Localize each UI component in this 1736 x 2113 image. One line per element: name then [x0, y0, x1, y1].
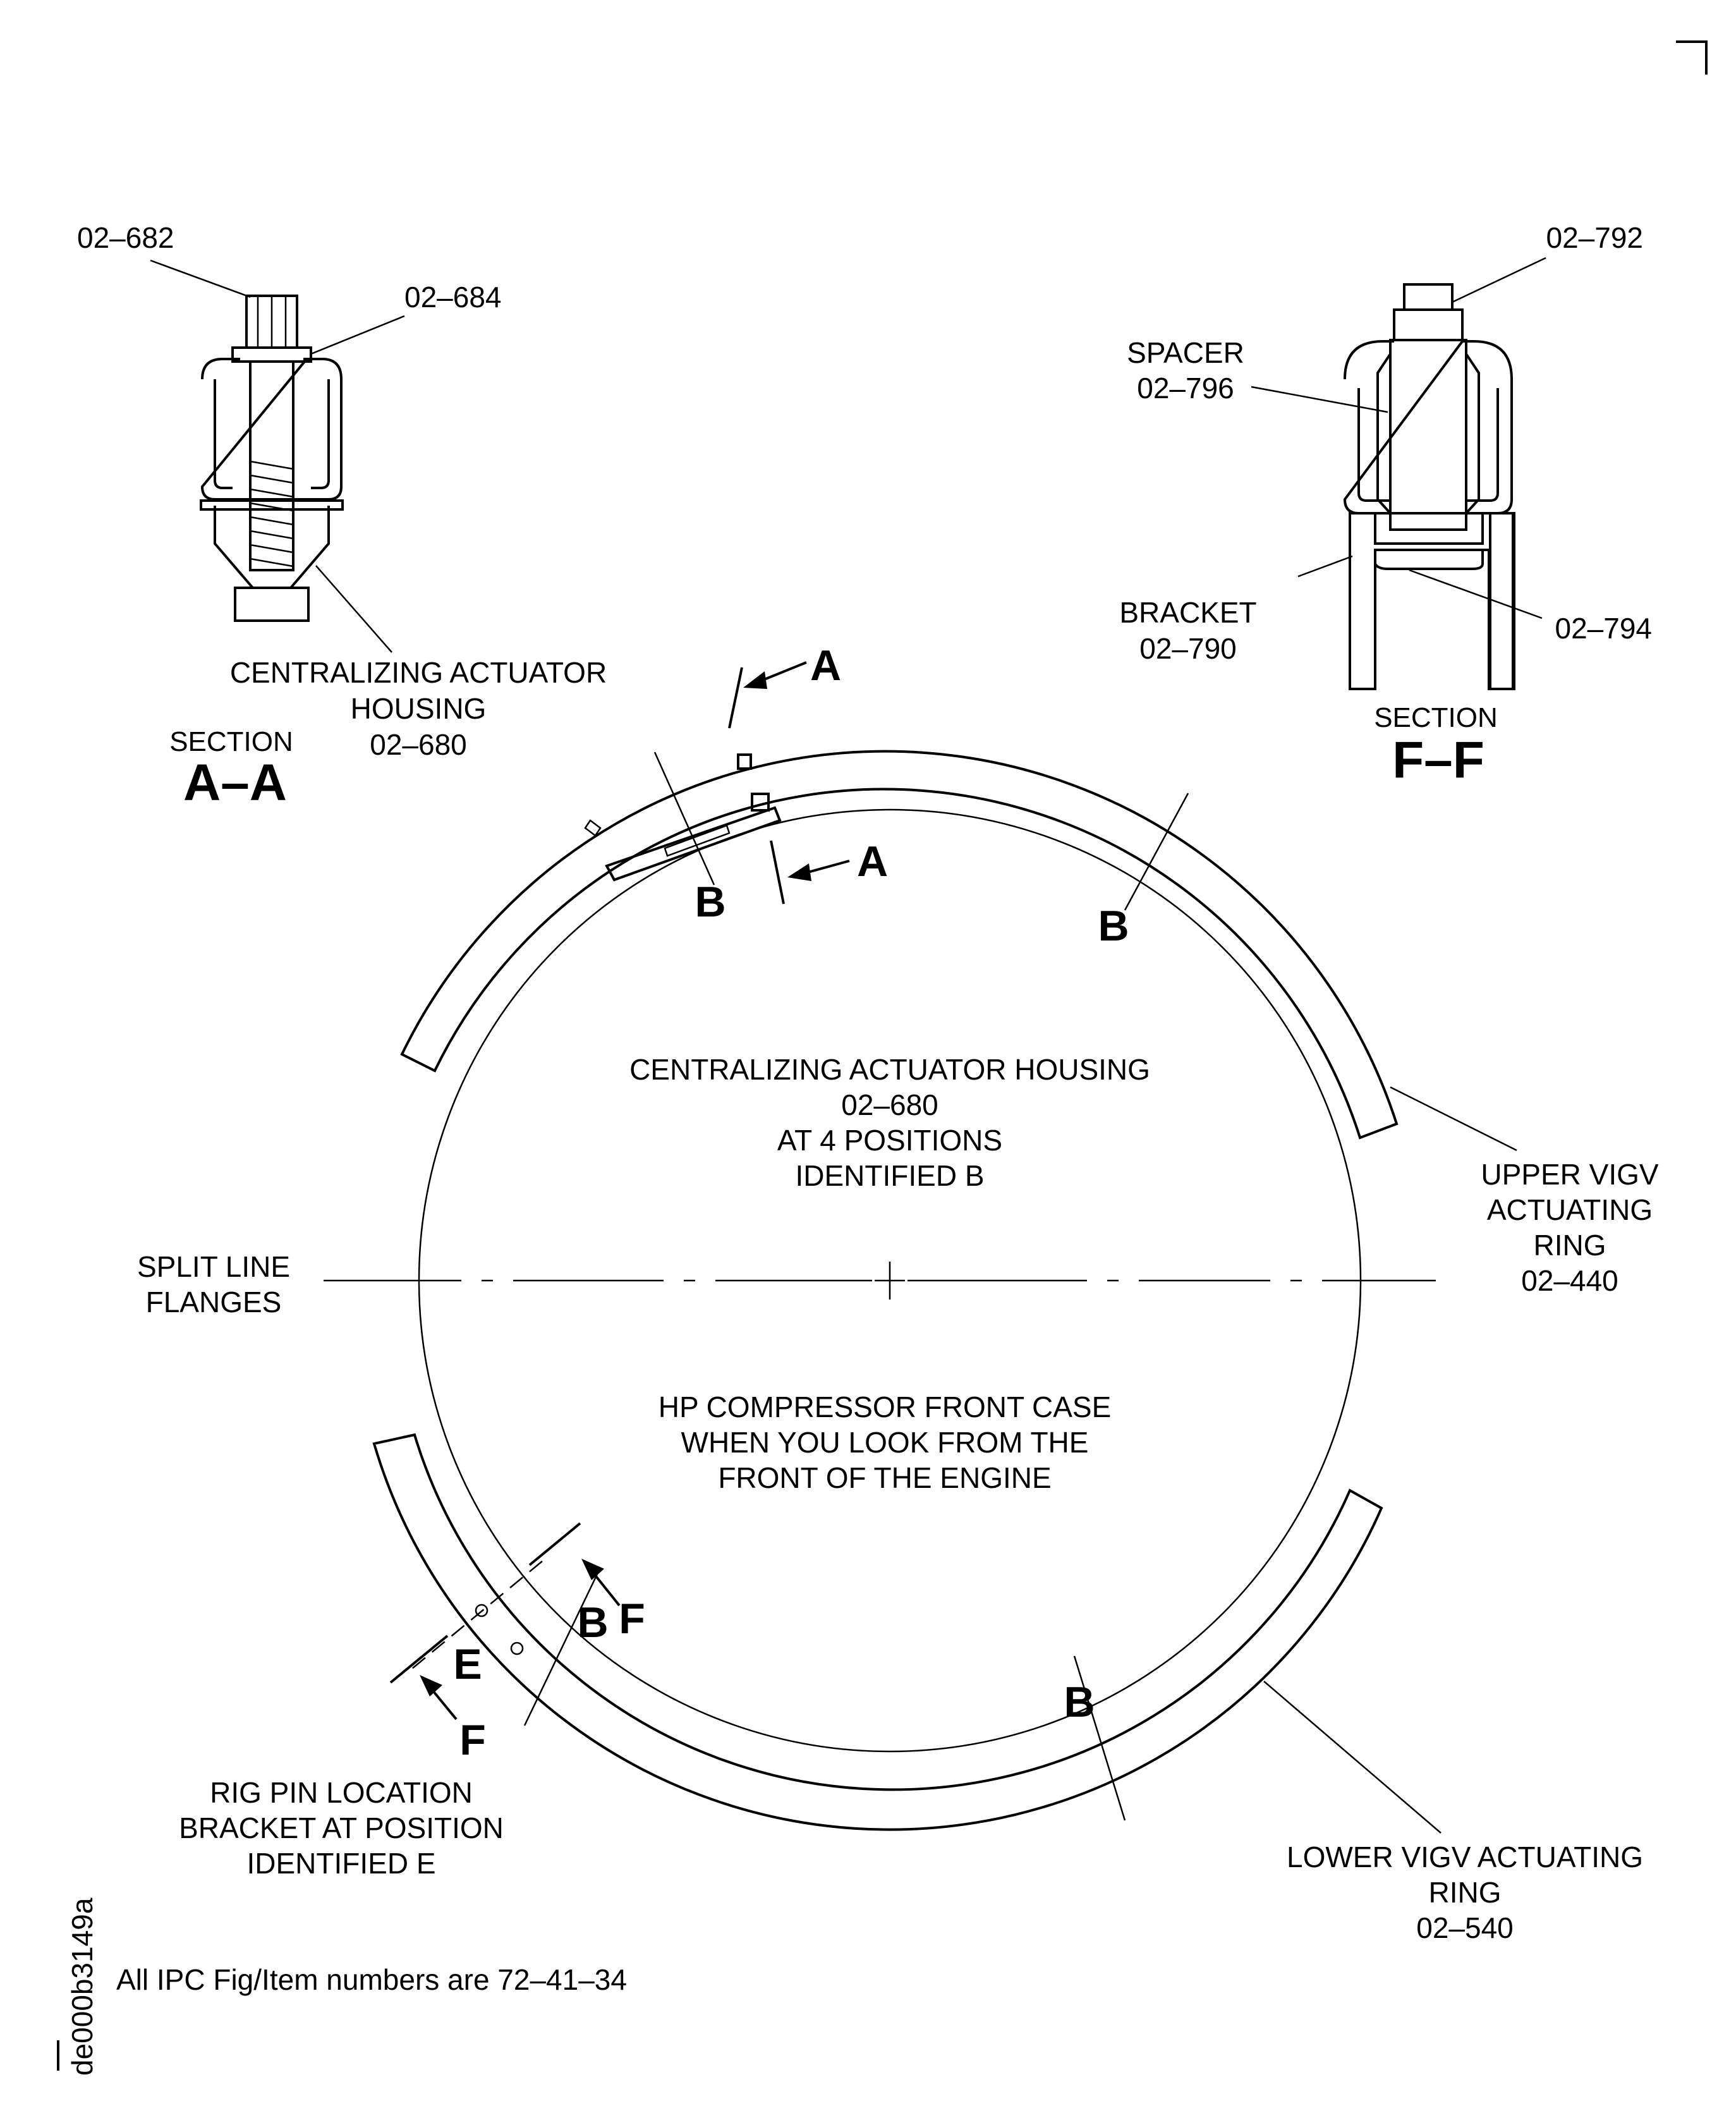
label-housing-line-3: 02–680 — [370, 728, 467, 761]
section-ff-word: SECTION — [1374, 702, 1498, 733]
rig-pin-label-2: BRACKET AT POSITION — [179, 1812, 504, 1844]
section-aa-word: SECTION — [169, 726, 293, 757]
case-label-line-2: WHEN YOU LOOK FROM THE — [681, 1426, 1089, 1459]
arrow-a-lower-head — [787, 863, 811, 881]
arrow-f-upper-head — [581, 1559, 604, 1580]
rig-pin-hole-1 — [475, 1604, 489, 1617]
letter-f-lower: F — [459, 1716, 486, 1764]
case-label-line-1: HP COMPRESSOR FRONT CASE — [659, 1391, 1112, 1423]
letter-b-upper-right: B — [1098, 902, 1129, 950]
label-02-682: 02–682 — [77, 221, 174, 254]
label-02-790: 02–790 — [1139, 632, 1237, 665]
leader-02-684 — [310, 315, 405, 355]
split-line-label-2: FLANGES — [146, 1286, 282, 1318]
upper-ring-label-4: 02–440 — [1521, 1264, 1618, 1297]
cut-f-upper — [528, 1522, 581, 1566]
leader-lower-ring — [1263, 1681, 1442, 1834]
leader-02-792 — [1452, 257, 1546, 303]
upper-ring-label-1: UPPER VIGV — [1481, 1158, 1659, 1191]
letter-f-upper: F — [619, 1595, 645, 1643]
b-position-line-lower-left — [523, 1567, 602, 1726]
label-bracket: BRACKET — [1119, 596, 1256, 629]
lower-ring-label-1: LOWER VIGV ACTUATING — [1287, 1841, 1643, 1873]
b-position-line-upper-right — [1124, 793, 1189, 911]
letter-a-lower: A — [857, 837, 888, 886]
leader-02-796 — [1251, 386, 1388, 413]
label-02-796: 02–796 — [1137, 372, 1234, 405]
upper-ring-label-2: ACTUATING — [1487, 1193, 1653, 1226]
center-label-line-4: IDENTIFIED B — [795, 1159, 984, 1192]
leader-02-682 — [150, 259, 251, 298]
center-mark — [875, 1262, 905, 1300]
rig-pin-label-3: IDENTIFIED E — [246, 1847, 435, 1880]
drawing-id: de000b3149a — [66, 1897, 99, 2076]
label-02-792: 02–792 — [1546, 221, 1644, 254]
leader-upper-ring — [1390, 1086, 1517, 1152]
lower-ring-label-3: 02–540 — [1416, 1911, 1514, 1944]
letter-e: E — [453, 1640, 482, 1688]
center-label-line-3: AT 4 POSITIONS — [777, 1124, 1002, 1157]
cut-f-lower — [389, 1635, 449, 1684]
leader-02-794 — [1409, 569, 1543, 619]
e-position-line — [411, 1561, 543, 1669]
letter-b-lower-left: B — [577, 1598, 608, 1647]
case-label-line-3: FRONT OF THE ENGINE — [718, 1461, 1051, 1494]
letter-b-lower-right: B — [1064, 1678, 1095, 1726]
section-aa-id: A–A — [183, 754, 287, 812]
center-label-line-2: 02–680 — [841, 1088, 938, 1121]
section-ff-drawing — [1343, 283, 1515, 690]
center-label-line-1: CENTRALIZING ACTUATOR HOUSING — [629, 1053, 1150, 1086]
footer-note: All IPC Fig/Item numbers are 72–41–34 — [116, 1963, 627, 1996]
section-ff-id: F–F — [1392, 731, 1484, 789]
arrow-a-upper-head — [743, 671, 767, 689]
upper-vigv-actuating-ring — [400, 750, 1399, 1140]
letter-a-upper: A — [810, 642, 841, 690]
label-spacer: SPACER — [1127, 336, 1244, 369]
section-aa-drawing — [200, 295, 344, 622]
b-position-line-lower-right — [1073, 1655, 1126, 1821]
upper-ring-label-3: RING — [1534, 1229, 1606, 1262]
leader-02-680-housing — [315, 565, 392, 653]
label-02-684: 02–684 — [404, 281, 502, 314]
rig-pin-hole-2 — [510, 1641, 524, 1655]
label-02-794: 02–794 — [1555, 612, 1653, 645]
label-housing-line-1: CENTRALIZING ACTUATOR — [230, 656, 607, 689]
b-position-line-upper-left — [653, 752, 715, 886]
label-housing-line-2: HOUSING — [351, 692, 487, 725]
housing-detail-top — [584, 753, 782, 882]
split-line-label-1: SPLIT LINE — [137, 1250, 290, 1283]
lower-ring-label-2: RING — [1429, 1876, 1502, 1909]
arrow-f-lower-head — [420, 1675, 442, 1696]
corner-mark-top-right — [1676, 40, 1708, 75]
cut-a-upper — [728, 667, 743, 729]
lower-vigv-actuating-ring — [372, 1433, 1383, 1831]
cut-a-lower — [770, 840, 785, 904]
leader-02-790 — [1297, 555, 1353, 578]
letter-b-upper-left: B — [695, 878, 725, 926]
rig-pin-label-1: RIG PIN LOCATION — [210, 1776, 473, 1809]
